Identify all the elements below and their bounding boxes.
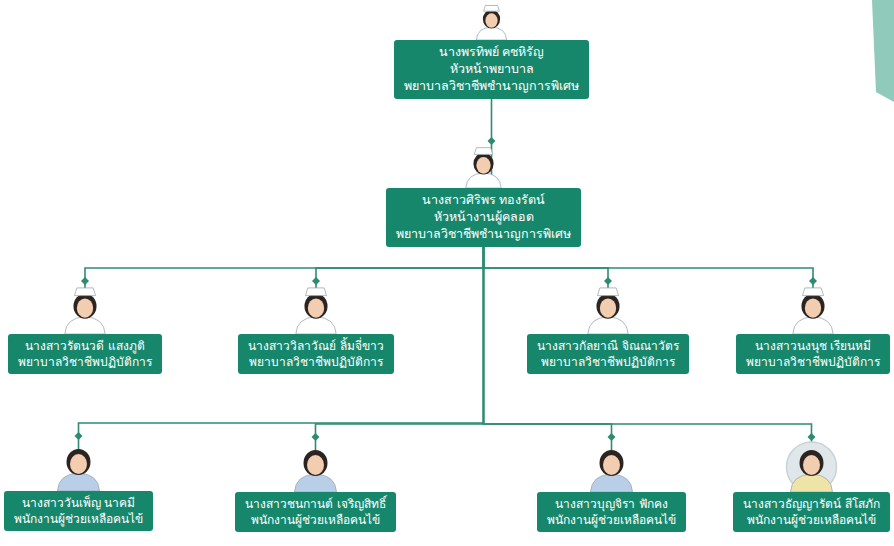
staff-position: พยาบาลวิชาชีพปฏิบัติการ (17, 354, 153, 370)
corner-shape (872, 0, 894, 102)
staff-box: นางสาวรัตนวดี แสงภูติพยาบาลวิชาชีพปฏิบัต… (8, 334, 162, 374)
staff-position: พยาบาลวิชาชีพปฏิบัติการ (745, 354, 881, 370)
staff-photo (588, 288, 628, 334)
face (600, 298, 616, 317)
staff-box: นางสาวนงนุช เรียนหมีพยาบาลวิชาชีพปฏิบัติ… (736, 334, 890, 374)
staff-box: นางสาวกัลยาณี จิณณาวัตรพยาบาลวิชาชีพปฏิบ… (527, 334, 689, 374)
connector-marker (312, 277, 320, 285)
uniform (591, 474, 633, 492)
staff-box: นางสาวบุญจิรา ฟักคงพนักงานผู้ช่วยเหลือคน… (537, 492, 686, 532)
staff-box: นางสาวชนกานต์ เจริญสิทธิ์พนักงานผู้ช่วยเ… (235, 492, 396, 532)
connector (312, 247, 484, 334)
uniform (65, 317, 105, 334)
face (603, 455, 620, 475)
face (476, 157, 490, 174)
staff-position: หัวหน้างานผู้คลอด (395, 209, 572, 226)
staff-position: พยาบาลวิชาชีพปฏิบัติการ (247, 354, 385, 370)
uniform (588, 317, 628, 334)
hair (483, 10, 500, 29)
staff-position: พนักงานผู้ช่วยเหลือคนไข้ (13, 511, 144, 527)
uniform (791, 474, 833, 492)
staff-position: พนักงานผู้ช่วยเหลือคนไข้ (742, 512, 881, 528)
connector-marker (608, 433, 616, 441)
staff-position: พยาบาลวิชาชีพปฏิบัติการ (536, 354, 680, 370)
face (803, 455, 820, 475)
connector-marker (809, 277, 817, 285)
connector-marker (808, 433, 816, 441)
staff-photo (793, 288, 833, 334)
hair (473, 153, 493, 175)
uniform (58, 473, 100, 491)
connector-marker (488, 137, 496, 145)
connector-marker (312, 433, 320, 441)
staff-position: พนักงานผู้ช่วยเหลือคนไข้ (244, 512, 387, 528)
staff-position: หัวหน้าพยาบาล (403, 61, 580, 78)
staff-photo (58, 449, 100, 491)
nurse-cap (597, 288, 618, 296)
hair (801, 294, 824, 319)
connector-line (316, 247, 484, 334)
nurse-cap (802, 288, 823, 296)
uniform (793, 317, 833, 334)
staff-photo (466, 148, 501, 188)
hair (304, 294, 327, 319)
connector-marker (604, 277, 612, 285)
face (70, 454, 87, 474)
staff-name: นางสาวชนกานต์ เจริญสิทธิ์ (244, 496, 387, 512)
staff-photo (787, 442, 837, 492)
staff-name: นางสาวธัญญารัตน์ สีโสภัก (742, 496, 881, 512)
nurse-cap (474, 148, 492, 155)
staff-photo (296, 288, 336, 334)
staff-position: พยาบาลวิชาชีพชำนาญการพิเศษ (395, 226, 572, 243)
staff-box: นางสาววันเพ็ญ นาคมีพนักงานผู้ช่วยเหลือคน… (4, 491, 153, 531)
connector (484, 247, 818, 334)
nurse-cap (305, 288, 326, 296)
staff-name: นางสาวรัตนวดี แสงภูติ (17, 338, 153, 354)
face (77, 298, 93, 317)
staff-photo (476, 5, 506, 40)
hair (304, 450, 328, 476)
staff-box: นางพรทิพย์ คชหิรัญหัวหน้าพยาบาลพยาบาลวิช… (394, 40, 589, 99)
nurse-cap (74, 288, 95, 296)
staff-box: นางสาววิลาวัณย์ ลิ้มจี่ขาวพยาบาลวิชาชีพป… (238, 334, 394, 374)
connector-marker (75, 432, 83, 440)
hair (73, 294, 96, 319)
uniform (466, 173, 501, 188)
connector-line (85, 247, 484, 334)
staff-name: นางสาวบุญจิรา ฟักคง (546, 496, 677, 512)
face (308, 298, 324, 317)
staff-photo (65, 288, 105, 334)
connector-marker (81, 277, 89, 285)
hair (596, 294, 619, 319)
uniform (295, 474, 337, 492)
staff-name: นางสาววิลาวัณย์ ลิ้มจี่ขาว (247, 338, 385, 354)
staff-position: พยาบาลวิชาชีพชำนาญการพิเศษ (403, 78, 580, 95)
face (805, 298, 821, 317)
staff-name: นางพรทิพย์ คชหิรัญ (403, 44, 580, 61)
connector-line (484, 247, 609, 334)
hair (67, 449, 91, 475)
staff-photo (591, 450, 633, 492)
face (485, 13, 497, 27)
connector-line (484, 247, 814, 334)
connector (484, 247, 613, 334)
staff-box: นางสาวธัญญารัตน์ สีโสภักพนักงานผู้ช่วยเห… (733, 492, 890, 532)
uniform (296, 317, 336, 334)
photo-frame (787, 442, 837, 492)
staff-name: นางสาวกัลยาณี จิณณาวัตร (536, 338, 680, 354)
nurse-cap (484, 5, 500, 11)
connector (81, 247, 484, 334)
staff-name: นางสาววันเพ็ญ นาคมี (13, 495, 144, 511)
staff-box: นางสาวศิริพร ทองรัตน์หัวหน้างานผู้คลอดพย… (386, 188, 581, 247)
hair (800, 450, 824, 476)
staff-name: นางสาวศิริพร ทองรัตน์ (395, 192, 572, 209)
staff-photo (295, 450, 337, 492)
staff-position: พนักงานผู้ช่วยเหลือคนไข้ (546, 512, 677, 528)
uniform (476, 27, 506, 40)
hair (600, 450, 624, 476)
face (307, 455, 324, 475)
staff-name: นางสาวนงนุช เรียนหมี (745, 338, 881, 354)
